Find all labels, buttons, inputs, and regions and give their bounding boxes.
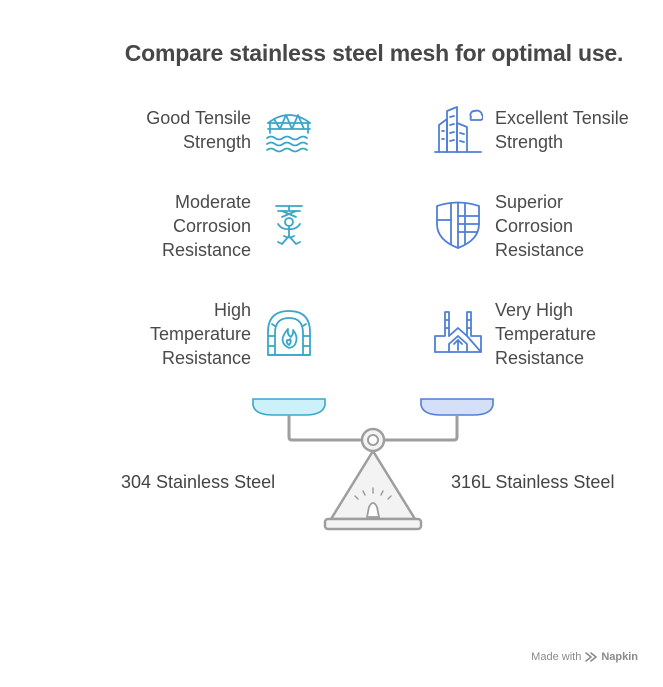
right-pan <box>420 398 494 416</box>
napkin-logo-icon <box>585 652 598 662</box>
bridge-icon <box>264 105 314 155</box>
shield-icon <box>433 200 483 250</box>
furnace-icon <box>264 308 314 358</box>
brand-prefix: Made with <box>531 651 582 663</box>
brand-name: Napkin <box>601 651 638 663</box>
person-drone-icon <box>264 200 314 250</box>
skyscraper-icon <box>433 105 483 155</box>
factory-icon <box>433 308 483 358</box>
page-title: Compare stainless steel mesh for optimal… <box>124 40 624 66</box>
left-pan <box>252 398 326 416</box>
right-material-label: 316L Stainless Steel <box>451 472 615 492</box>
left-material-label: 304 Stainless Steel <box>121 472 276 492</box>
napkin-brand[interactable]: Made with Napkin <box>531 651 638 663</box>
balance-scale <box>252 398 494 531</box>
